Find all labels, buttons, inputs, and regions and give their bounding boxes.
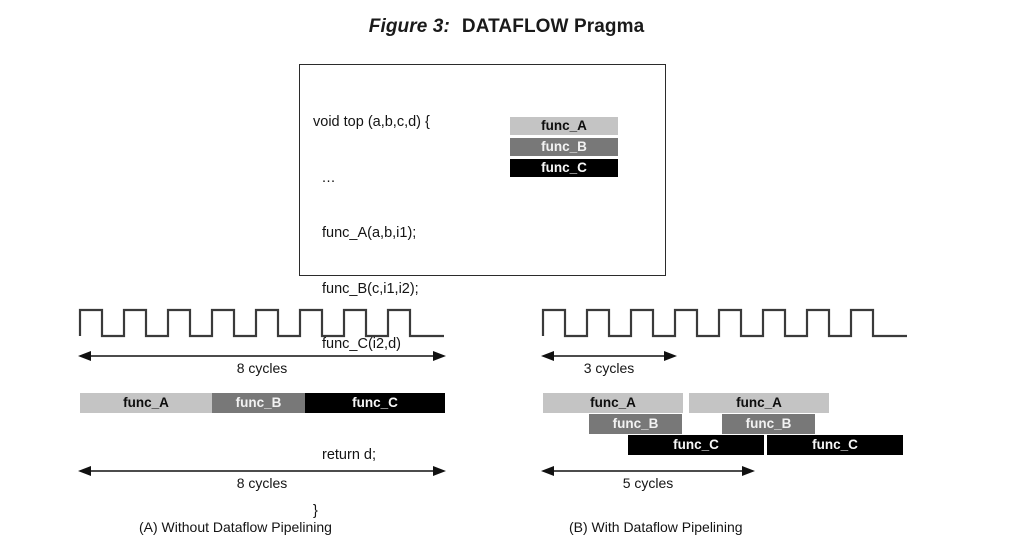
double-arrow-icon <box>78 466 446 476</box>
legend-item-func-b: func_B <box>510 138 618 156</box>
code-line-4: func_B(c,i1,i2); <box>322 280 419 297</box>
panel-a-without-dataflow-pipelining: 8 cycles func_A func_B func_C 8 cycles (… <box>78 308 446 535</box>
bar-func-a-panel-b-2: func_A <box>689 393 829 413</box>
measure-label-b-top: 3 cycles <box>583 360 635 376</box>
code-block-container: void top (a,b,c,d) { ... func_A(a,b,i1);… <box>299 64 666 519</box>
figure-title: Figure 3: DATAFLOW Pragma <box>0 16 1013 38</box>
measure-label-a-bottom: 8 cycles <box>236 475 288 491</box>
bar-func-b-panel-a: func_B <box>212 393 305 413</box>
double-arrow-icon <box>541 466 755 476</box>
legend-item-func-c: func_C <box>510 159 618 177</box>
measure-label-b-bottom: 5 cycles <box>622 475 674 491</box>
bar-func-a-panel-b-1: func_A <box>543 393 683 413</box>
bar-func-b-panel-b-2: func_B <box>722 414 815 434</box>
code-line-7: } <box>313 502 318 519</box>
measure-arrow-a-bottom: 8 cycles <box>78 464 446 494</box>
panel-b-with-dataflow-pipelining: 3 cycles func_A func_A func_B func_B fun… <box>541 308 907 535</box>
code-listing: void top (a,b,c,d) { ... func_A(a,b,i1);… <box>313 76 430 557</box>
code-line-1: void top (a,b,c,d) { <box>313 114 430 130</box>
measure-label-a-top: 8 cycles <box>236 360 288 376</box>
code-line-2: ... <box>322 169 336 186</box>
figure-number: Figure 3: <box>368 16 450 37</box>
measure-arrow-b-top: 3 cycles <box>541 349 677 379</box>
caption-panel-b: (B) With Dataflow Pipelining <box>569 519 743 535</box>
clock-waveform-b <box>541 308 907 338</box>
double-arrow-icon <box>78 351 446 361</box>
bar-func-c-panel-b-2: func_C <box>767 435 903 455</box>
measure-arrow-b-bottom: 5 cycles <box>541 464 755 494</box>
double-arrow-icon <box>541 351 677 361</box>
clock-waveform-a <box>78 308 444 338</box>
bar-func-c-panel-b-1: func_C <box>628 435 764 455</box>
figure-name: DATAFLOW Pragma <box>461 16 645 37</box>
bar-func-b-panel-b-1: func_B <box>589 414 682 434</box>
legend: func_A func_B func_C <box>510 117 618 180</box>
code-line-5: func_C(i2,d) <box>322 336 401 352</box>
bar-func-c-panel-a: func_C <box>305 393 445 413</box>
measure-arrow-a-top: 8 cycles <box>78 349 446 379</box>
caption-panel-a: (A) Without Dataflow Pipelining <box>139 519 332 535</box>
bar-func-a-panel-a: func_A <box>80 393 212 413</box>
code-line-3: func_A(a,b,i1); <box>322 225 417 241</box>
code-line-6: return d; <box>322 447 376 463</box>
legend-item-func-a: func_A <box>510 117 618 135</box>
